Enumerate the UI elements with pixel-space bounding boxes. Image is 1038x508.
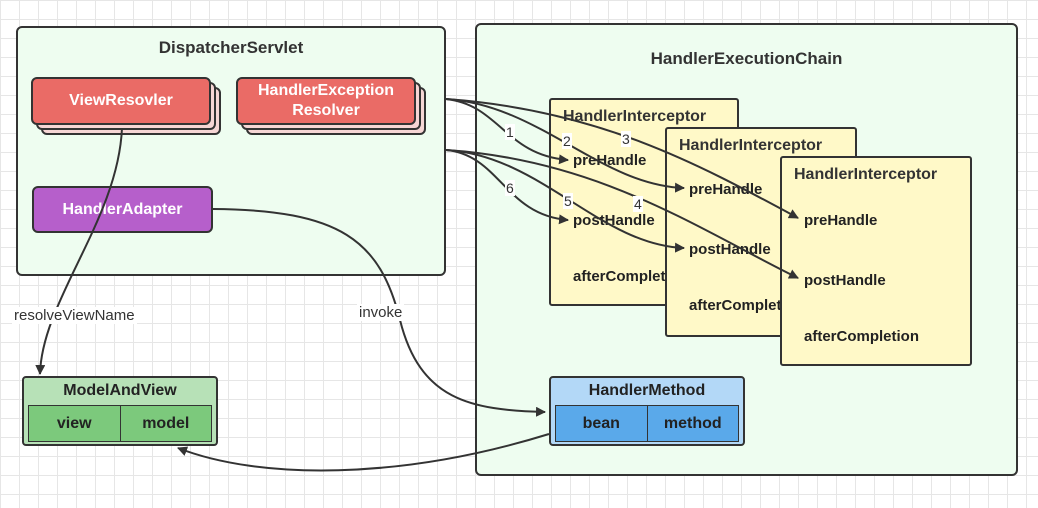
interceptor-2-prehandle: preHandle (689, 181, 763, 198)
model-and-view-field-view: view (29, 406, 120, 441)
handler-method-fields: bean method (555, 405, 739, 442)
model-and-view-field-model: model (119, 406, 211, 441)
step-number-3: 3 (621, 131, 631, 147)
view-resolver-label: ViewResovler (69, 92, 173, 109)
interceptor-3-posthandle: postHandle (804, 272, 886, 289)
dispatcher-servlet-title: DispatcherServlet (158, 38, 304, 57)
handler-interceptor-1-title: HandlerInterceptor (563, 108, 707, 125)
interceptor-1-posthandle: postHandle (573, 212, 655, 229)
handler-adapter-node[interactable]: HandlerAdapter (32, 186, 213, 233)
handler-method-node[interactable]: HandlerMethod bean method (549, 376, 745, 446)
step-number-6: 6 (505, 180, 515, 196)
handler-interceptor-3-title: HandlerInterceptor (794, 166, 938, 183)
step-number-4: 4 (633, 196, 643, 212)
step-number-2: 2 (562, 133, 572, 149)
edge-label-invoke: invoke (357, 304, 405, 321)
exception-resolver-label-line2: Resolver (292, 102, 360, 119)
model-and-view-title: ModelAndView (63, 382, 177, 399)
interceptor-3-prehandle: preHandle (804, 212, 878, 229)
edge-label-resolve-view-name: resolveViewName (12, 307, 137, 324)
model-and-view-fields: view model (28, 405, 212, 442)
model-and-view-node[interactable]: ModelAndView view model (22, 376, 218, 446)
handler-interceptor-3[interactable]: HandlerInterceptor preHandle postHandle … (780, 156, 972, 366)
interceptor-1-prehandle: preHandle (573, 152, 647, 169)
handler-method-field-method: method (646, 406, 738, 441)
view-resolver-node[interactable]: ViewResovler (31, 77, 211, 125)
handler-method-field-bean: bean (556, 406, 647, 441)
step-number-1: 1 (505, 124, 515, 140)
interceptor-2-aftercompletion: afterCompletion (689, 297, 805, 314)
interceptor-3-aftercompletion: afterCompletion (804, 328, 920, 345)
exception-resolver-label-line1: HandlerException (257, 82, 395, 99)
handler-adapter-label: HandlerAdapter (62, 200, 183, 218)
handler-execution-chain-title: HandlerExecutionChain (650, 49, 843, 68)
handler-interceptor-2-title: HandlerInterceptor (679, 137, 823, 154)
handler-method-title: HandlerMethod (588, 382, 706, 399)
interceptor-2-posthandle: postHandle (689, 241, 771, 258)
dispatcher-servlet-container: DispatcherServlet (16, 26, 446, 276)
step-number-5: 5 (563, 193, 573, 209)
exception-resolver-node[interactable]: HandlerException Resolver (236, 77, 416, 125)
